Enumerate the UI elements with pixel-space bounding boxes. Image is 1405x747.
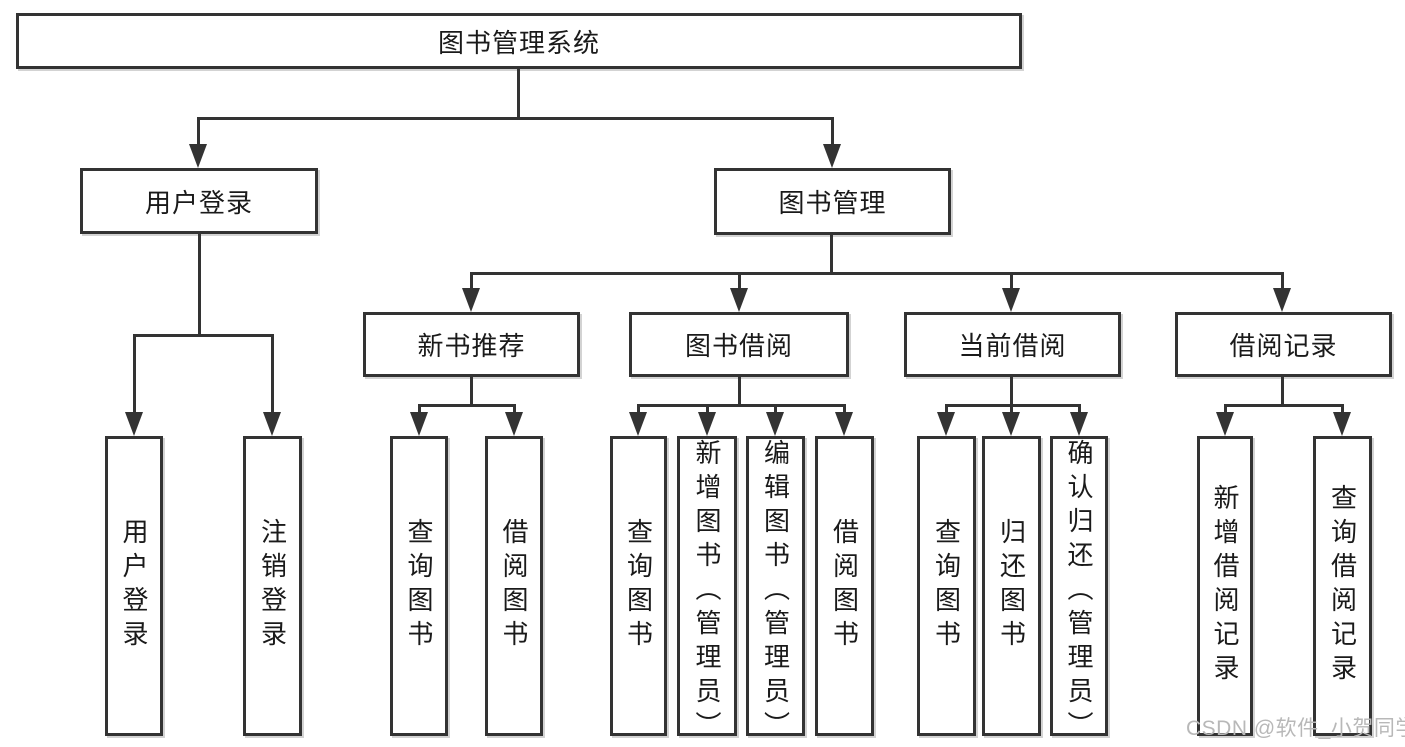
arrow-down-icon xyxy=(1333,412,1351,436)
node-book-borrowing: 图书借阅 xyxy=(629,312,849,377)
connector-line xyxy=(271,334,274,414)
node-borrowing-records-label: 借阅记录 xyxy=(1229,331,1338,361)
arrow-down-icon xyxy=(1070,412,1088,436)
connector-line xyxy=(843,404,846,416)
connector-line xyxy=(945,404,1081,407)
connector-line xyxy=(637,404,846,407)
leaf-user-login-label: 用户登录 xyxy=(119,518,149,654)
arrow-down-icon xyxy=(1002,288,1020,312)
arrow-down-icon xyxy=(410,412,428,436)
leaf-user-login: 用户登录 xyxy=(105,436,163,736)
leaf-query-borrow-record: 查询借阅记录 xyxy=(1313,436,1372,736)
leaf-add-borrow-record: 新增借阅记录 xyxy=(1197,436,1253,736)
connector-line xyxy=(197,117,834,120)
node-user-login: 用户登录 xyxy=(80,168,318,234)
arrow-down-icon xyxy=(766,412,784,436)
connector-line xyxy=(517,69,520,119)
connector-line xyxy=(1010,272,1013,290)
leaf-logout-label: 注销登录 xyxy=(257,518,288,654)
leaf-add-books-admin: 新增图书（管理员） xyxy=(677,436,737,745)
leaf-borrow-books-1: 借阅图书 xyxy=(485,436,543,736)
connector-line xyxy=(470,377,473,407)
connector-line xyxy=(738,272,741,290)
arrow-down-icon xyxy=(629,412,647,436)
arrow-down-icon xyxy=(1216,412,1234,436)
connector-line xyxy=(197,117,200,147)
connector-line xyxy=(470,272,1284,275)
leaf-return-books: 归还图书 xyxy=(982,436,1041,736)
connector-line xyxy=(133,334,136,414)
node-borrowing-records: 借阅记录 xyxy=(1175,312,1392,377)
connector-line xyxy=(1224,404,1344,407)
leaf-add-books-admin-label: 新增图书（管理员） xyxy=(692,439,722,745)
connector-line xyxy=(198,234,201,337)
node-root: 图书管理系统 xyxy=(16,13,1022,69)
arrow-down-icon xyxy=(263,412,281,436)
leaf-confirm-return-admin: 确认归还（管理员） xyxy=(1050,436,1108,745)
arrow-down-icon xyxy=(505,412,523,436)
node-current-borrowing: 当前借阅 xyxy=(904,312,1121,377)
arrow-down-icon xyxy=(823,144,841,168)
connector-line xyxy=(830,235,833,275)
connector-line xyxy=(513,404,516,416)
leaf-logout: 注销登录 xyxy=(243,436,302,736)
leaf-edit-books-admin-label: 编辑图书（管理员） xyxy=(760,439,791,745)
leaf-query-books-3: 查询图书 xyxy=(917,436,976,736)
csdn-watermark: CSDN @软件_小贺同学 xyxy=(1186,717,1405,740)
connector-line xyxy=(945,404,948,416)
arrow-down-icon xyxy=(730,288,748,312)
connector-line xyxy=(1078,404,1081,416)
leaf-borrow-books-1-label: 借阅图书 xyxy=(499,518,529,654)
leaf-query-books-2: 查询图书 xyxy=(610,436,667,736)
connector-line xyxy=(738,377,741,407)
connector-line xyxy=(831,117,834,147)
arrow-down-icon xyxy=(1273,288,1291,312)
connector-line xyxy=(1281,377,1284,407)
connector-line xyxy=(133,334,273,337)
node-book-management-label: 图书管理 xyxy=(778,188,887,218)
arrow-down-icon xyxy=(1002,412,1020,436)
leaf-return-books-label: 归还图书 xyxy=(996,518,1027,654)
node-root-label: 图书管理系统 xyxy=(437,27,600,58)
connector-line xyxy=(706,404,709,416)
connector-line xyxy=(774,404,777,416)
connector-line xyxy=(1281,272,1284,290)
node-new-book-recommend: 新书推荐 xyxy=(363,312,580,377)
leaf-query-books-3-label: 查询图书 xyxy=(931,518,962,654)
arrow-down-icon xyxy=(835,412,853,436)
leaf-add-borrow-record-label: 新增借阅记录 xyxy=(1210,484,1240,688)
leaf-confirm-return-admin-label: 确认归还（管理员） xyxy=(1064,439,1094,745)
node-user-login-label: 用户登录 xyxy=(144,187,253,218)
connector-line xyxy=(470,272,473,290)
connector-line xyxy=(1341,404,1344,416)
node-new-book-recommend-label: 新书推荐 xyxy=(417,331,526,361)
leaf-query-borrow-record-label: 查询借阅记录 xyxy=(1327,484,1358,688)
leaf-borrow-books-2: 借阅图书 xyxy=(815,436,874,736)
arrow-down-icon xyxy=(125,412,143,436)
leaf-borrow-books-2-label: 借阅图书 xyxy=(829,518,860,654)
arrow-down-icon xyxy=(189,144,207,168)
connector-line xyxy=(1224,404,1227,416)
leaf-query-books-1: 查询图书 xyxy=(390,436,448,736)
node-book-borrowing-label: 图书借阅 xyxy=(684,331,793,361)
leaf-query-books-2-label: 查询图书 xyxy=(623,518,654,654)
connector-line xyxy=(637,404,640,416)
connector-line xyxy=(1010,377,1013,407)
connector-line xyxy=(418,404,516,407)
arrow-down-icon xyxy=(462,288,480,312)
arrow-down-icon xyxy=(937,412,955,436)
leaf-edit-books-admin: 编辑图书（管理员） xyxy=(746,436,805,745)
connector-line xyxy=(1010,404,1013,416)
connector-line xyxy=(418,404,421,416)
leaf-query-books-1-label: 查询图书 xyxy=(404,518,434,654)
node-current-borrowing-label: 当前借阅 xyxy=(958,331,1067,361)
node-book-management: 图书管理 xyxy=(714,168,951,235)
arrow-down-icon xyxy=(698,412,716,436)
